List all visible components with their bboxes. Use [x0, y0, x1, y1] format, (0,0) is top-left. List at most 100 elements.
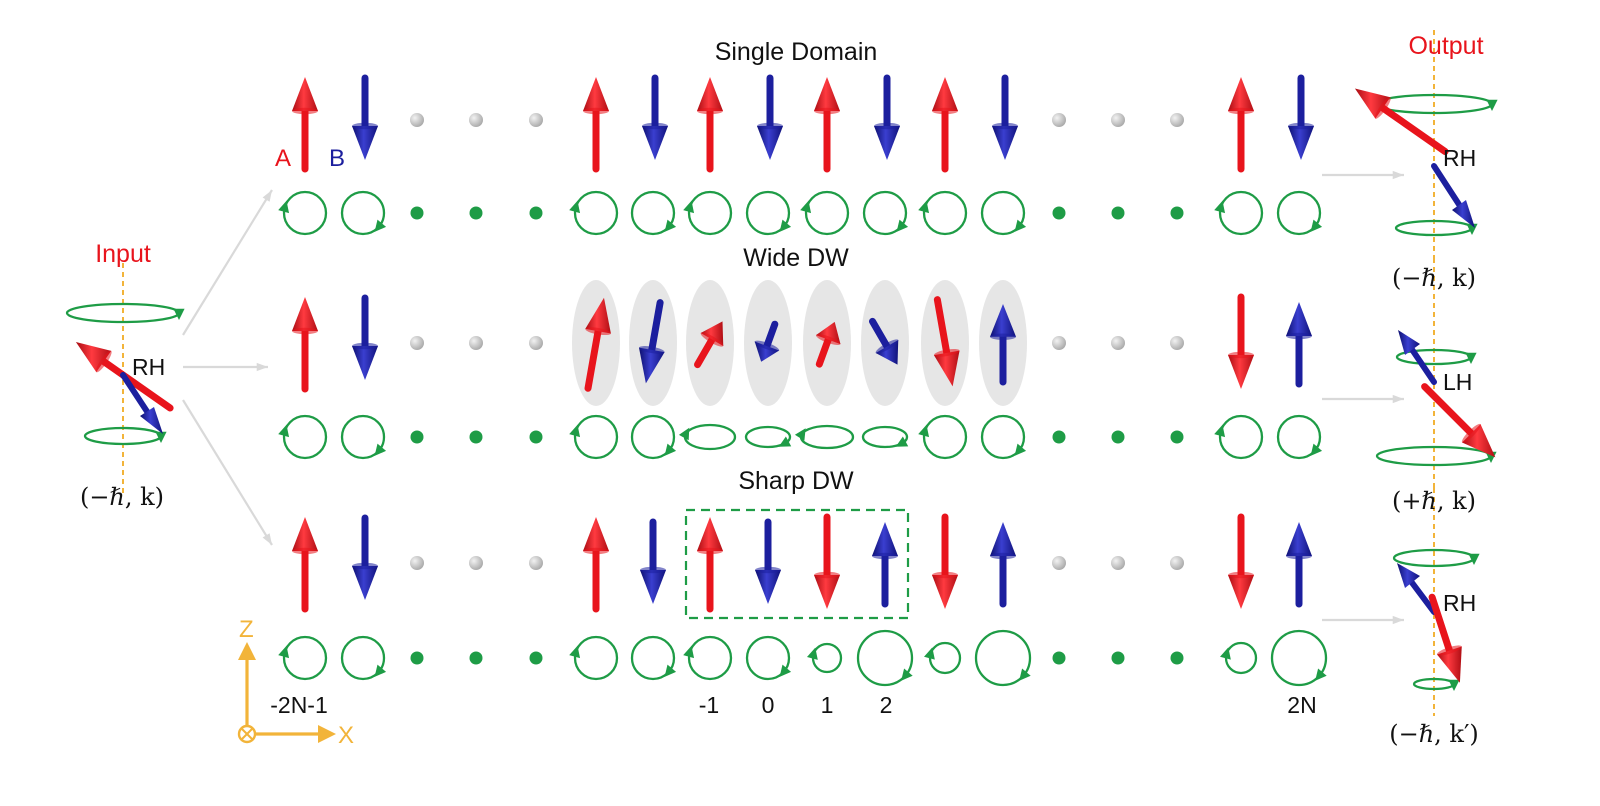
precession-ellipse: [630, 190, 676, 236]
precession-circle: [630, 190, 677, 236]
spin-arrow-b: [874, 74, 900, 160]
spin-arrow-b: [869, 317, 899, 365]
spin-rod: [648, 299, 664, 354]
spin-arrow-a: [694, 321, 724, 369]
chain-dot-gray: [1170, 336, 1184, 350]
precession-ellipse: [745, 635, 791, 681]
chain-dot-green: [529, 206, 543, 220]
spin-cone: [874, 126, 900, 160]
precession-circle: [924, 641, 962, 675]
precession-circle: [278, 190, 328, 236]
spin-cone-base: [697, 107, 723, 115]
spin-cone: [1286, 522, 1312, 556]
spin-cone-base: [583, 107, 609, 115]
precession-arrowhead: [664, 219, 677, 232]
precession-arrowhead: [901, 668, 913, 681]
precession-ellipse: [1270, 629, 1328, 687]
spin-cone: [814, 77, 840, 111]
precession-ellipse: [573, 414, 619, 460]
precession-circle: [806, 642, 843, 674]
spin-cone-base: [872, 552, 898, 560]
output-spin-b-rod: [1431, 163, 1463, 209]
input-spin-b-rod: [120, 372, 151, 416]
spin-cone-base: [292, 327, 318, 335]
precession-arrowhead: [173, 308, 185, 320]
precession-arrowhead: [664, 443, 677, 456]
chain-dot-green: [410, 206, 424, 220]
output-title: Output: [1408, 32, 1484, 60]
spin-arrow-a: [583, 77, 609, 173]
flow-arrow-head: [1392, 170, 1404, 180]
precession-circle: [745, 635, 792, 681]
chain-dot-green: [469, 206, 483, 220]
precession-circle: [1276, 190, 1323, 236]
spin-arrow-b: [872, 522, 898, 608]
spin-arrow-a: [292, 297, 318, 393]
chain-dot-green: [469, 651, 483, 665]
spin-cone: [1462, 424, 1496, 458]
output-spin-a: [1421, 383, 1496, 458]
precession-ellipse: [282, 190, 328, 236]
chain-dot-green: [1111, 651, 1125, 665]
spin-cone-base: [1286, 332, 1312, 340]
precession-arrowhead: [374, 443, 387, 456]
output-spin-a: [1354, 88, 1449, 156]
spin-rod: [584, 327, 602, 392]
spin-arrow-b: [754, 320, 780, 362]
spin-cone-base: [638, 346, 665, 354]
z-axis-arrowhead: [238, 642, 256, 660]
flow-arrow-head: [1392, 394, 1404, 404]
precession-ellipse: [340, 414, 386, 460]
precession-arrowhead: [374, 219, 387, 232]
precession-arrowhead: [918, 200, 930, 214]
output-state-label-1: (−ℏ, k): [1391, 264, 1477, 292]
precession-circle: [862, 190, 909, 236]
spin-cone: [352, 126, 378, 160]
spin-cone: [352, 346, 378, 380]
output-mode-label-2: LH: [1443, 369, 1473, 395]
flow-arrow-head: [262, 533, 272, 545]
spin-cone: [583, 77, 609, 111]
precession-circle: [678, 423, 737, 451]
chain-dot-gray: [529, 113, 543, 127]
spin-arrow-b: [352, 74, 378, 160]
precession-circle: [980, 414, 1027, 460]
spin-cone: [992, 126, 1018, 160]
flow-arrow: [1322, 615, 1404, 625]
spin-cone: [352, 566, 378, 600]
row-title-single-domain: Single Domain: [714, 38, 878, 66]
coordinate-axes: [237, 642, 336, 744]
precession-ellipse: [630, 414, 676, 460]
spin-cone: [583, 517, 609, 551]
precession-ellipse: [687, 190, 733, 236]
precession-ellipse: [744, 425, 792, 449]
spin-arrow-b: [642, 74, 668, 160]
spin-cone-base: [757, 122, 783, 130]
output-precession-bottom: [1412, 677, 1460, 691]
precession-arrowhead: [278, 645, 290, 659]
precession-arrowhead: [924, 647, 935, 660]
spin-arrow-a: [814, 513, 840, 609]
spin-arrow-a: [583, 517, 609, 613]
chain-dot-gray: [469, 336, 483, 350]
spin-cone-base: [755, 566, 781, 574]
spin-cone-base: [875, 339, 899, 354]
precession-arrowhead: [1315, 668, 1327, 681]
chain-dot-green: [1170, 430, 1184, 444]
spin-cone: [697, 517, 723, 551]
precession-arrowhead: [1220, 647, 1231, 660]
precession-arrowhead: [779, 219, 792, 232]
precession-circle: [340, 190, 387, 236]
output-precession-bottom: [1394, 219, 1478, 237]
chain-dot-gray: [469, 556, 483, 570]
chain-dot-gray: [410, 113, 424, 127]
spin-cone: [932, 77, 958, 111]
row-title-wide-dw: Wide DW: [743, 244, 849, 272]
precession-arrowhead: [278, 200, 290, 214]
spin-rod: [100, 358, 174, 412]
spin-cone-base: [1436, 645, 1462, 656]
precession-circle: [918, 414, 968, 460]
flow-arrow: [1322, 170, 1404, 180]
spin-arrow-a: [815, 321, 841, 368]
